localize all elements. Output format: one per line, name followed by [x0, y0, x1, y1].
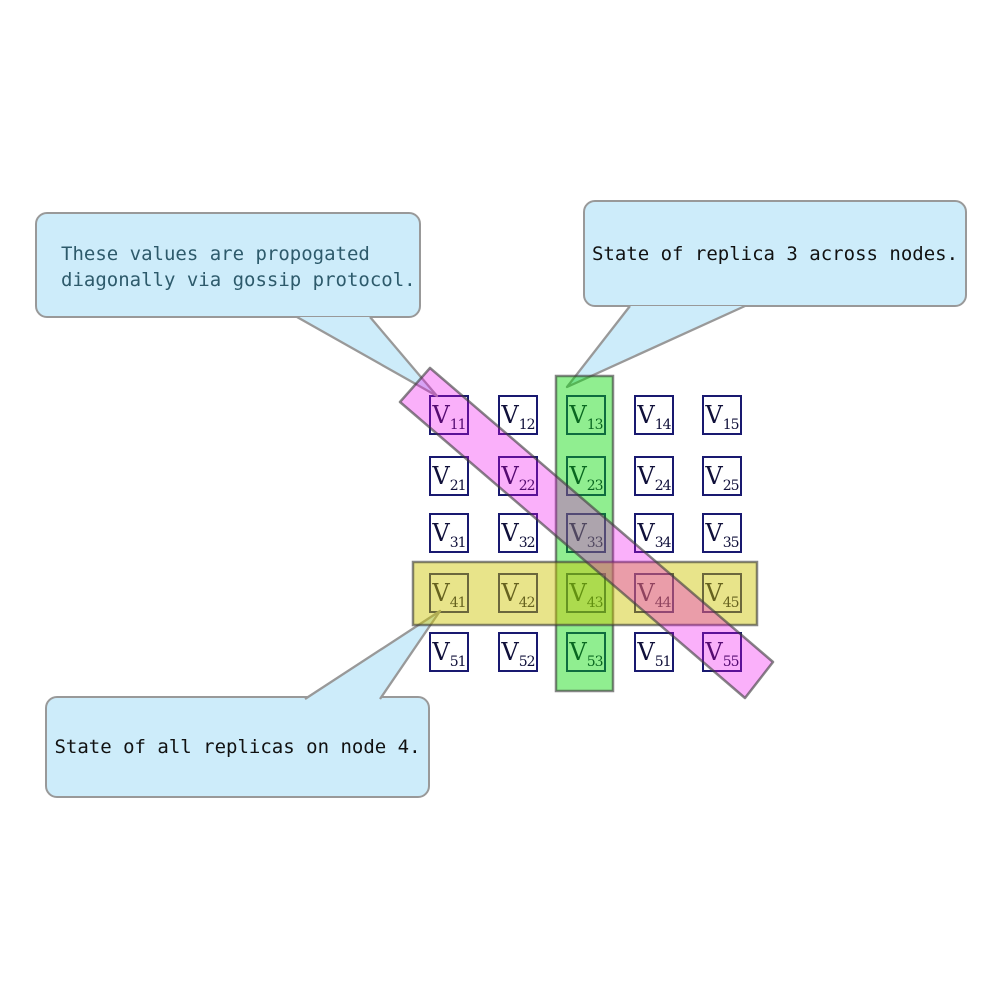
gossip-callout: These values are propogated diagonally v… [35, 212, 421, 318]
matrix-cell-r4c3: V43 [566, 573, 606, 613]
matrix-cell-r3c5: V35 [702, 513, 742, 553]
matrix-cell-r5c3: V53 [566, 632, 606, 672]
matrix-cell-r2c5: V25 [702, 456, 742, 496]
matrix-cell-r5c4: V51 [634, 632, 674, 672]
cell-label: V24 [637, 462, 671, 494]
matrix-cell-r3c3: V33 [566, 513, 606, 553]
cell-label: V43 [569, 579, 603, 611]
cell-label: V34 [637, 519, 671, 551]
matrix-cell-r1c5: V15 [702, 395, 742, 435]
gossip-callout-line2: diagonally via gossip protocol. [61, 269, 416, 291]
replica3-callout-pointer [565, 304, 746, 389]
matrix-cell-r2c3: V23 [566, 456, 606, 496]
matrix-cell-r4c2: V42 [498, 573, 538, 613]
cell-label: V51 [637, 638, 671, 670]
cell-label: V52 [501, 638, 535, 670]
gossip-callout-pointer [296, 315, 439, 398]
cell-label: V22 [501, 462, 535, 494]
cell-label: V51 [432, 638, 466, 670]
cell-label: V55 [705, 638, 739, 670]
cell-label: V45 [705, 579, 739, 611]
matrix-cell-r3c2: V32 [498, 513, 538, 553]
cell-label: V33 [569, 519, 603, 551]
node4-callout-text: State of all replicas on node 4. [54, 736, 421, 758]
cell-label: V11 [432, 401, 466, 433]
cell-label: V32 [501, 519, 535, 551]
matrix-cell-r1c1: V11 [429, 395, 469, 435]
matrix-cell-r4c4: V44 [634, 573, 674, 613]
cell-label: V42 [501, 579, 535, 611]
matrix-cell-r2c2: V22 [498, 456, 538, 496]
matrix-cell-r5c5: V55 [702, 632, 742, 672]
matrix-cell-r5c2: V52 [498, 632, 538, 672]
matrix-cell-r5c1: V51 [429, 632, 469, 672]
matrix-cell-r3c1: V31 [429, 513, 469, 553]
cell-label: V23 [569, 462, 603, 494]
matrix-cell-r1c3: V13 [566, 395, 606, 435]
matrix-cell-r3c4: V34 [634, 513, 674, 553]
cell-label: V35 [705, 519, 739, 551]
matrix-cell-r2c4: V24 [634, 456, 674, 496]
matrix-cell-r2c1: V21 [429, 456, 469, 496]
replica3-callout-text: State of replica 3 across nodes. [591, 242, 959, 265]
cell-label: V44 [637, 579, 671, 611]
cell-label: V15 [705, 401, 739, 433]
node4-callout-pointer [304, 609, 442, 700]
matrix-cell-r4c5: V45 [702, 573, 742, 613]
matrix-cell-r1c4: V14 [634, 395, 674, 435]
cell-label: V21 [432, 462, 466, 494]
cell-label: V25 [705, 462, 739, 494]
cell-label: V12 [501, 401, 535, 433]
matrix-cell-r1c2: V12 [498, 395, 538, 435]
matrix-cell-r4c1: V41 [429, 573, 469, 613]
node4-callout: State of all replicas on node 4. [45, 696, 430, 798]
replica3-callout: State of replica 3 across nodes. [583, 200, 967, 307]
cell-label: V41 [432, 579, 466, 611]
gossip-callout-line1: These values are propogated [61, 243, 370, 265]
cell-label: V31 [432, 519, 466, 551]
cell-label: V13 [569, 401, 603, 433]
cell-label: V53 [569, 638, 603, 670]
cell-label: V14 [637, 401, 671, 433]
